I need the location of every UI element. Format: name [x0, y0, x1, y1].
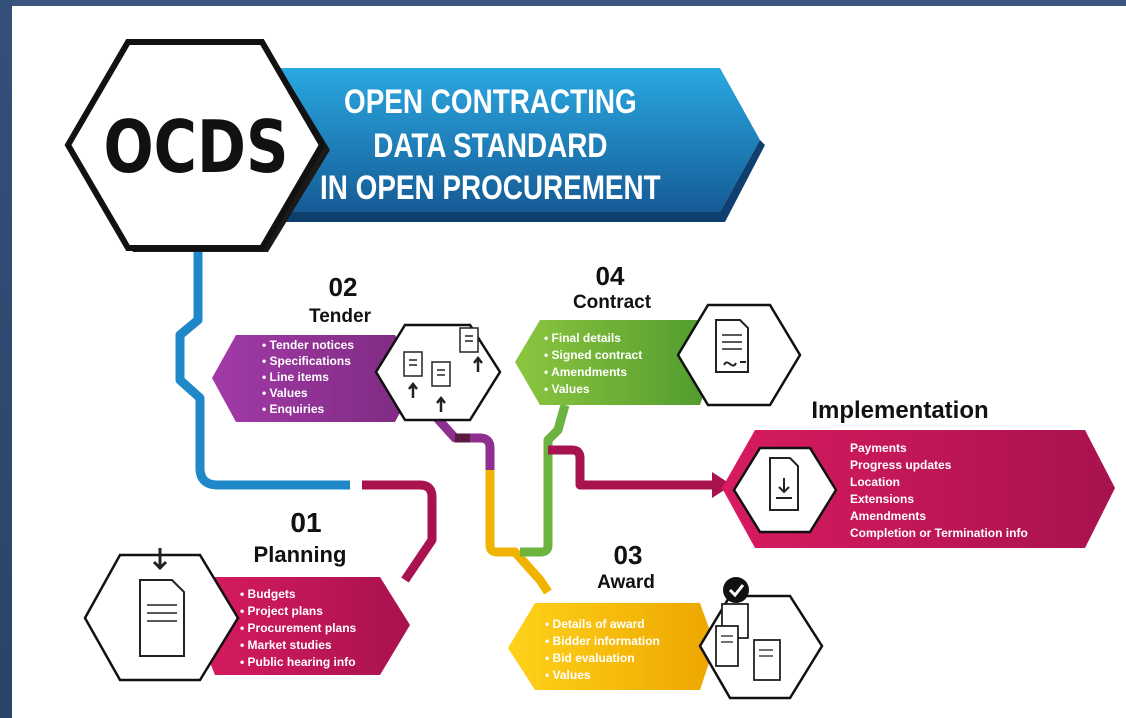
ocds-logo-text: OCDS — [103, 105, 288, 189]
award-ribbon — [508, 603, 715, 690]
award-list: • Details of award • Bidder information … — [545, 617, 660, 682]
implementation-title: Implementation — [811, 397, 988, 424]
contract-title: Contract — [573, 292, 652, 313]
award-item: • Values — [545, 668, 591, 682]
checkmark-icon-tick — [728, 584, 745, 598]
pipe-contract — [520, 403, 570, 557]
award-item: • Bidder information — [545, 634, 660, 648]
stage-contract: 04 Contract • Final details • Signed con… — [515, 261, 802, 407]
tender-documents-icon — [403, 327, 483, 412]
pipe-planning — [362, 480, 437, 583]
banner-line-3: IN OPEN PROCUREMENT — [320, 168, 661, 206]
contract-item: • Amendments — [544, 365, 627, 379]
award-item: • Details of award — [545, 617, 645, 631]
contract-item: • Final details — [544, 331, 621, 345]
pipe-award — [485, 470, 552, 595]
tender-item: • Values — [262, 386, 308, 400]
banner-line-2: DATA STANDARD — [373, 126, 607, 164]
award-number: 03 — [614, 540, 643, 570]
tender-ribbon — [212, 335, 420, 422]
planning-item: • Procurement plans — [240, 621, 357, 635]
planning-item: • Project plans — [240, 604, 323, 618]
planning-list: • Budgets • Project plans • Procurement … — [240, 587, 357, 669]
pipe-blue — [175, 250, 350, 490]
stage-planning: 01 Planning • Budgets • Project plans • … — [83, 507, 410, 682]
planning-item: • Public hearing info — [240, 655, 356, 669]
stage-tender: 02 Tender • Tender notices • Specificati… — [212, 272, 502, 422]
banner-shadow — [240, 140, 765, 222]
contract-number: 04 — [596, 261, 625, 291]
implementation-item: Completion or Termination info — [850, 526, 1028, 540]
ocds-hexagon — [64, 39, 326, 251]
award-documents-icon — [715, 603, 781, 681]
tender-number: 02 — [329, 272, 358, 302]
planning-ribbon — [195, 577, 410, 675]
contract-list: • Final details • Signed contract • Amen… — [544, 331, 642, 396]
implementation-list: Payments Progress updates Location Exten… — [850, 441, 1028, 540]
connector-pipes — [175, 250, 715, 595]
stage-implementation: Implementation Payments Progress updates… — [722, 397, 1115, 548]
pipe-tender — [424, 404, 495, 470]
contract-item: • Signed contract — [544, 348, 642, 362]
planning-item: • Market studies — [240, 638, 332, 652]
implementation-item: Progress updates — [850, 458, 952, 472]
frame-left — [0, 0, 12, 718]
frame-top — [0, 0, 1126, 6]
tender-item: • Enquiries — [262, 402, 325, 416]
implementation-ribbon — [722, 430, 1115, 548]
tender-title: Tender — [309, 306, 372, 327]
tender-list: • Tender notices • Specifications • Line… — [262, 338, 354, 416]
pipe-implementation — [548, 445, 715, 490]
implementation-item: Payments — [850, 441, 907, 455]
award-title: Award — [597, 572, 655, 593]
planning-document-icon — [139, 548, 185, 657]
signed-document-icon — [715, 319, 749, 373]
arrow-up-icon — [408, 381, 418, 398]
arrow-down-icon — [776, 478, 792, 499]
banner-shape — [240, 68, 760, 212]
planning-title: Planning — [254, 542, 347, 567]
tender-item: • Tender notices — [262, 338, 354, 352]
arrow-up-icon — [436, 395, 446, 412]
planning-item: • Budgets — [240, 587, 296, 601]
banner-title: OPEN CONTRACTING DATA STANDARD IN OPEN P… — [320, 82, 661, 206]
contract-ribbon — [515, 320, 715, 405]
implementation-item: Location — [850, 475, 900, 489]
planning-number: 01 — [290, 507, 321, 538]
banner-line-1: OPEN CONTRACTING — [344, 82, 637, 120]
implementation-item: Amendments — [850, 509, 926, 523]
tender-item: • Line items — [262, 370, 329, 384]
tender-item: • Specifications — [262, 354, 351, 368]
implementation-item: Extensions — [850, 492, 914, 506]
implementation-arrowhead — [712, 472, 732, 498]
arrow-up-icon — [473, 355, 483, 372]
contract-item: • Values — [544, 382, 590, 396]
award-item: • Bid evaluation — [545, 651, 635, 665]
stage-award: 03 Award • Details of award • Bidder inf… — [508, 540, 824, 700]
checkmark-icon — [723, 577, 749, 603]
download-document-icon — [769, 457, 799, 511]
arrow-down-icon — [152, 548, 168, 571]
